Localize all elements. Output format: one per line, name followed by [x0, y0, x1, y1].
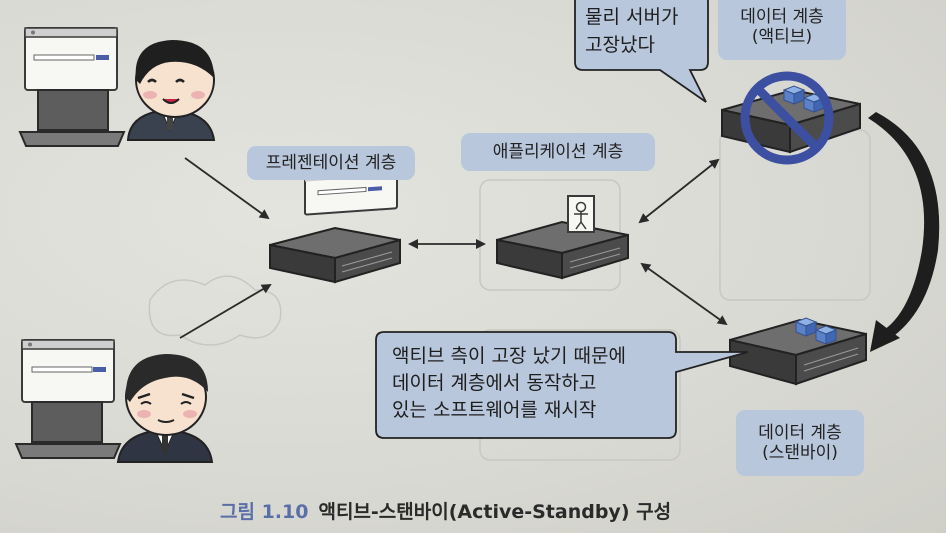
failover-arrow — [868, 112, 940, 352]
arrow-user1-to-presentation — [184, 157, 270, 220]
label-data-layer-active: 데이터 계층 (액티브) — [718, 0, 846, 60]
figure-number: 그림 1.10 — [220, 501, 309, 523]
data-server-active — [721, 71, 861, 165]
client-laptop-bottom — [14, 339, 122, 459]
figure-caption: 그림 1.10 액티브-스탠바이(Active-Standby) 구성 — [220, 497, 671, 524]
data-cubes-icon — [794, 317, 838, 345]
prohibited-icon — [740, 71, 834, 165]
application-server — [496, 195, 629, 280]
label-data-layer-standby: 데이터 계층 (스탠바이) — [736, 410, 864, 476]
bubble-server-failure — [574, 0, 709, 103]
connection-arrows — [179, 157, 728, 339]
bubble-restart-notice-text: 액티브 측이 고장 났기 때문에 데이터 계층에서 동작하고 있는 소프트웨어를… — [392, 345, 626, 421]
user-avatar-top — [126, 40, 216, 141]
arrow-application-active — [638, 158, 720, 224]
label-application-layer: 애플리케이션 계층 — [461, 133, 655, 171]
arrow-application-standby — [640, 262, 728, 326]
user-avatar-bottom — [116, 354, 214, 463]
arrow-user2-to-presentation — [179, 283, 272, 339]
figure-title: 액티브-스탠바이(Active-Standby) 구성 — [318, 501, 672, 523]
client-laptop-top — [18, 27, 126, 147]
bubble-restart-notice — [375, 331, 749, 439]
data-server-standby — [729, 317, 867, 386]
bubble-server-failure-text: 물리 서버가 고장났다 — [585, 6, 679, 56]
label-presentation-layer: 프레젠테이션 계층 — [247, 146, 415, 180]
presentation-server — [269, 167, 401, 284]
